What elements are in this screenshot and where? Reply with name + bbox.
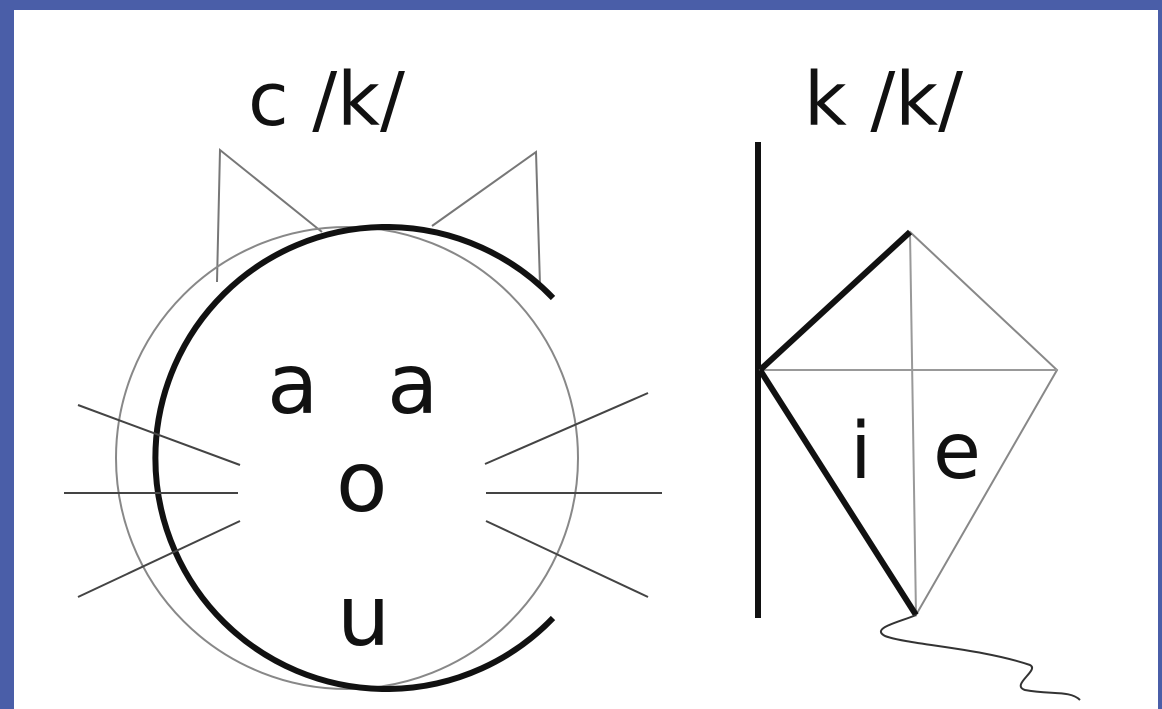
cat-drawing: c /k/ a a o u	[64, 57, 662, 689]
cat-title: c /k/	[248, 57, 405, 143]
kite-title: k /k/	[804, 57, 963, 143]
kite-vertical-bar	[910, 232, 916, 615]
kite-outline	[760, 232, 1057, 615]
whisker-right-bottom	[486, 521, 648, 597]
cat-letter-eye-left: a	[267, 335, 318, 433]
kite-lower-arm	[760, 370, 916, 615]
whisker-right-top	[485, 393, 648, 464]
kite-drawing: k /k/ i e	[758, 57, 1080, 700]
kite-upper-arm	[760, 232, 910, 370]
cat-right-ear	[432, 152, 540, 285]
kite-letter-i: i	[850, 407, 872, 497]
whisker-left-bottom	[78, 521, 240, 597]
cat-letter-mouth: u	[337, 567, 390, 665]
cat-letter-nose: o	[336, 433, 387, 531]
cat-letter-eye-right: a	[387, 335, 438, 433]
kite-letter-e: e	[933, 407, 981, 497]
kite-tail	[881, 615, 1080, 700]
